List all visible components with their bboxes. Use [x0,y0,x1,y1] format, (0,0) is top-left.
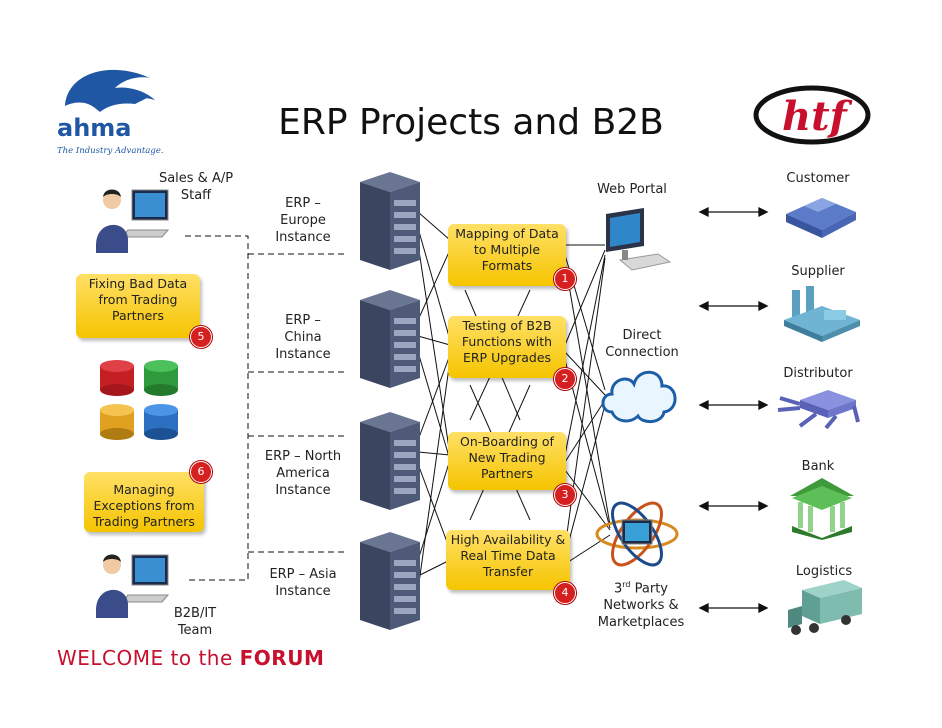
badge-1: 1 [554,268,576,290]
third-party-sup: rd [622,580,631,589]
partner-label-customer: Customer [786,171,850,186]
note-label: Fixing Bad Data from Trading Partners [88,276,188,323]
note-managing-exceptions: Managing Exceptions from Trading Partner… [84,472,204,532]
database-icon [100,404,134,440]
function-label: On-Boarding of New Trading Partners [460,434,554,481]
database-icon [144,404,178,440]
person-at-computer-icon [92,550,172,620]
badge-3: 3 [554,484,576,506]
svg-text:ahma: ahma [57,114,131,142]
third-party-text: Party Networks & Marketplaces [597,581,685,631]
erp-label-china: ERP – China Instance [275,313,331,362]
server-icon [360,532,420,630]
partner-label-distributor: Distributor [783,366,853,381]
erp-label-europe: ERP – Europe Instance [275,196,331,245]
page-title: ERP Projects and B2B [278,102,664,143]
function-onboarding: On-Boarding of New Trading Partners [448,432,566,490]
database-icons [96,358,186,446]
htf-logo: htf [752,82,872,148]
badge-2: 2 [554,368,576,390]
database-icon [100,360,134,396]
erp-label-north-america: ERP – North America Instance [264,449,342,498]
ahma-logo: ahma The Industry Advantage. [55,58,170,163]
server-icon [360,172,420,270]
computer-icon [606,208,672,271]
people-label-bottom: B2B/IT Team [173,606,217,638]
erp-label-asia: ERP – Asia Instance [269,567,337,599]
truck-icon [788,580,862,635]
badge-5: 5 [190,326,212,348]
channel-label-third-party: 3rd Party Networks & Marketplaces [588,576,694,631]
third-party-prefix: 3 [613,581,623,597]
partner-label-supplier: Supplier [791,264,845,279]
note-label: Managing Exceptions from Trading Partner… [93,482,195,529]
function-testing-b2b: Testing of B2B Functions with ERP Upgrad… [448,316,566,378]
globe-network-icon [595,501,679,567]
function-label: Mapping of Data to Multiple Formats [455,226,559,273]
function-label: High Availability & Real Time Data Trans… [450,532,566,579]
person-at-computer-icon [92,185,172,255]
badge-4: 4 [554,582,576,604]
factory-icon [784,286,860,342]
function-label: Testing of B2B Functions with ERP Upgrad… [461,318,553,365]
partner-label-bank: Bank [801,459,835,474]
welcome-footer: WELCOME to the FORUM [57,646,324,670]
function-mapping-of-data: Mapping of Data to Multiple Formats [448,224,566,286]
cloud-icon [601,370,677,423]
welcome-text: WELCOME to the [57,646,233,670]
bank-icon [790,478,854,540]
function-high-availability: High Availability & Real Time Data Trans… [446,530,570,590]
customer-building-icon [786,198,856,238]
partner-label-logistics: Logistics [795,564,853,579]
note-fixing-bad-data: Fixing Bad Data from Trading Partners [76,274,200,338]
database-icon [144,360,178,396]
svg-text:The Industry Advantage.: The Industry Advantage. [57,146,164,156]
channel-label-web-portal: Web Portal [597,182,667,197]
server-icon [360,290,420,388]
server-icon [360,412,420,510]
people-label-top: Sales & A/P Staff [158,171,234,203]
channel-label-direct: Direct Connection [605,328,679,360]
badge-6: 6 [190,461,212,483]
forum-text: FORUM [239,646,325,670]
distributor-network-icon [777,390,860,430]
svg-text:htf: htf [782,93,853,140]
